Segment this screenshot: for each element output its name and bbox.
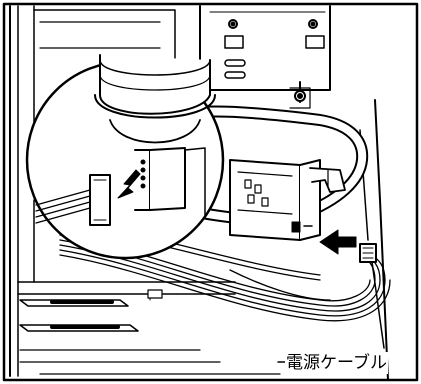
callout-leader-line bbox=[371, 261, 385, 349]
hard-drive bbox=[229, 159, 321, 241]
magnifier-inset bbox=[25, 54, 225, 260]
case-body bbox=[9, 5, 331, 377]
expansion-slots bbox=[19, 289, 281, 375]
zoom-arrow-icon bbox=[117, 169, 141, 199]
power-cable-label: 電源ケーブル bbox=[285, 352, 388, 374]
insert-arrow-icon bbox=[319, 229, 357, 255]
drive-bracket bbox=[309, 167, 346, 193]
drive-cage bbox=[224, 19, 325, 109]
drive-connector bbox=[359, 243, 377, 263]
